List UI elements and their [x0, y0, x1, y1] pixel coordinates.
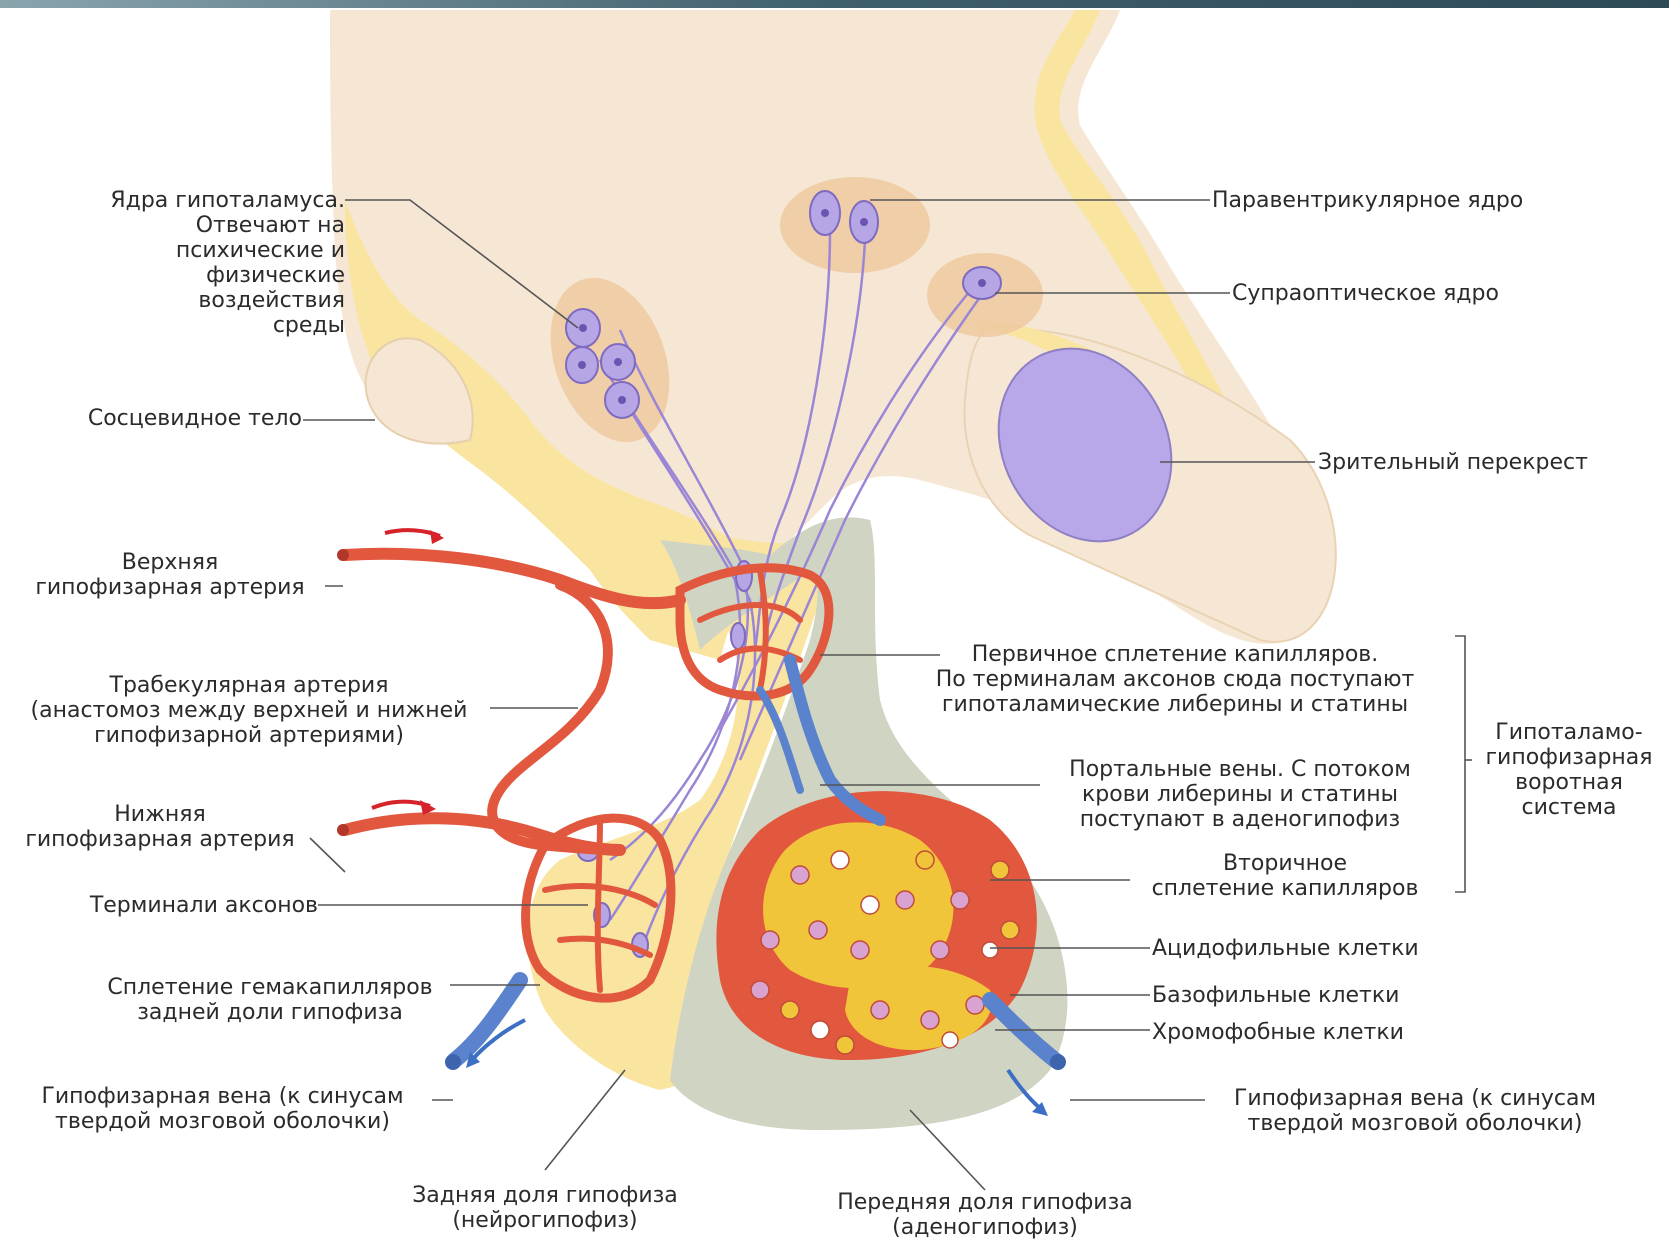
top-bar [0, 0, 1669, 8]
label-portal-system: Гипоталамо- гипофизарная воротная систем… [1474, 720, 1664, 820]
label-portal-veins: Портальные вены. С потоком крови либерин… [1040, 757, 1440, 832]
label-optic-chiasm: Зрительный перекрест [1318, 450, 1638, 475]
optic-chiasm [964, 318, 1335, 642]
label-anterior-lobe: Передняя доля гипофиза (аденогипофиз) [825, 1190, 1145, 1240]
label-chromophobes: Хромофобные клетки [1152, 1020, 1572, 1045]
label-paraventricular: Паравентрикулярное ядро [1212, 188, 1632, 213]
secondary-plexus [716, 791, 1036, 1060]
label-mammillary-body: Сосцевидное тело [40, 406, 302, 431]
label-posterior-lobe: Задняя доля гипофиза (нейрогипофиз) [390, 1183, 700, 1233]
label-axon-terminals: Терминали аксонов [40, 893, 318, 918]
label-pituitary-vein-left: Гипофизарная вена (к синусам твердой моз… [10, 1084, 435, 1134]
label-superior-artery: Верхняя гипофизарная артерия [10, 550, 330, 600]
label-trabecular-artery: Трабекулярная артерия (анастомоз между в… [8, 673, 490, 748]
label-acidophils: Ацидофильные клетки [1152, 936, 1572, 961]
label-primary-plexus: Первичное сплетение капилляров. По терми… [900, 642, 1450, 717]
label-basophils: Базофильные клетки [1152, 983, 1572, 1008]
label-hypothalamic-nuclei: Ядра гипоталамуса. Отвечают на психическ… [20, 188, 345, 338]
label-posterior-plexus: Сплетение гемакапилляров задней доли гип… [90, 975, 450, 1025]
label-pituitary-vein-right: Гипофизарная вена (к синусам твердой моз… [1205, 1086, 1625, 1136]
label-inferior-artery: Нижняя гипофизарная артерия [10, 802, 310, 852]
label-secondary-plexus: Вторичное сплетение капилляров [1130, 851, 1440, 901]
label-supraoptic: Супраоптическое ядро [1232, 281, 1632, 306]
